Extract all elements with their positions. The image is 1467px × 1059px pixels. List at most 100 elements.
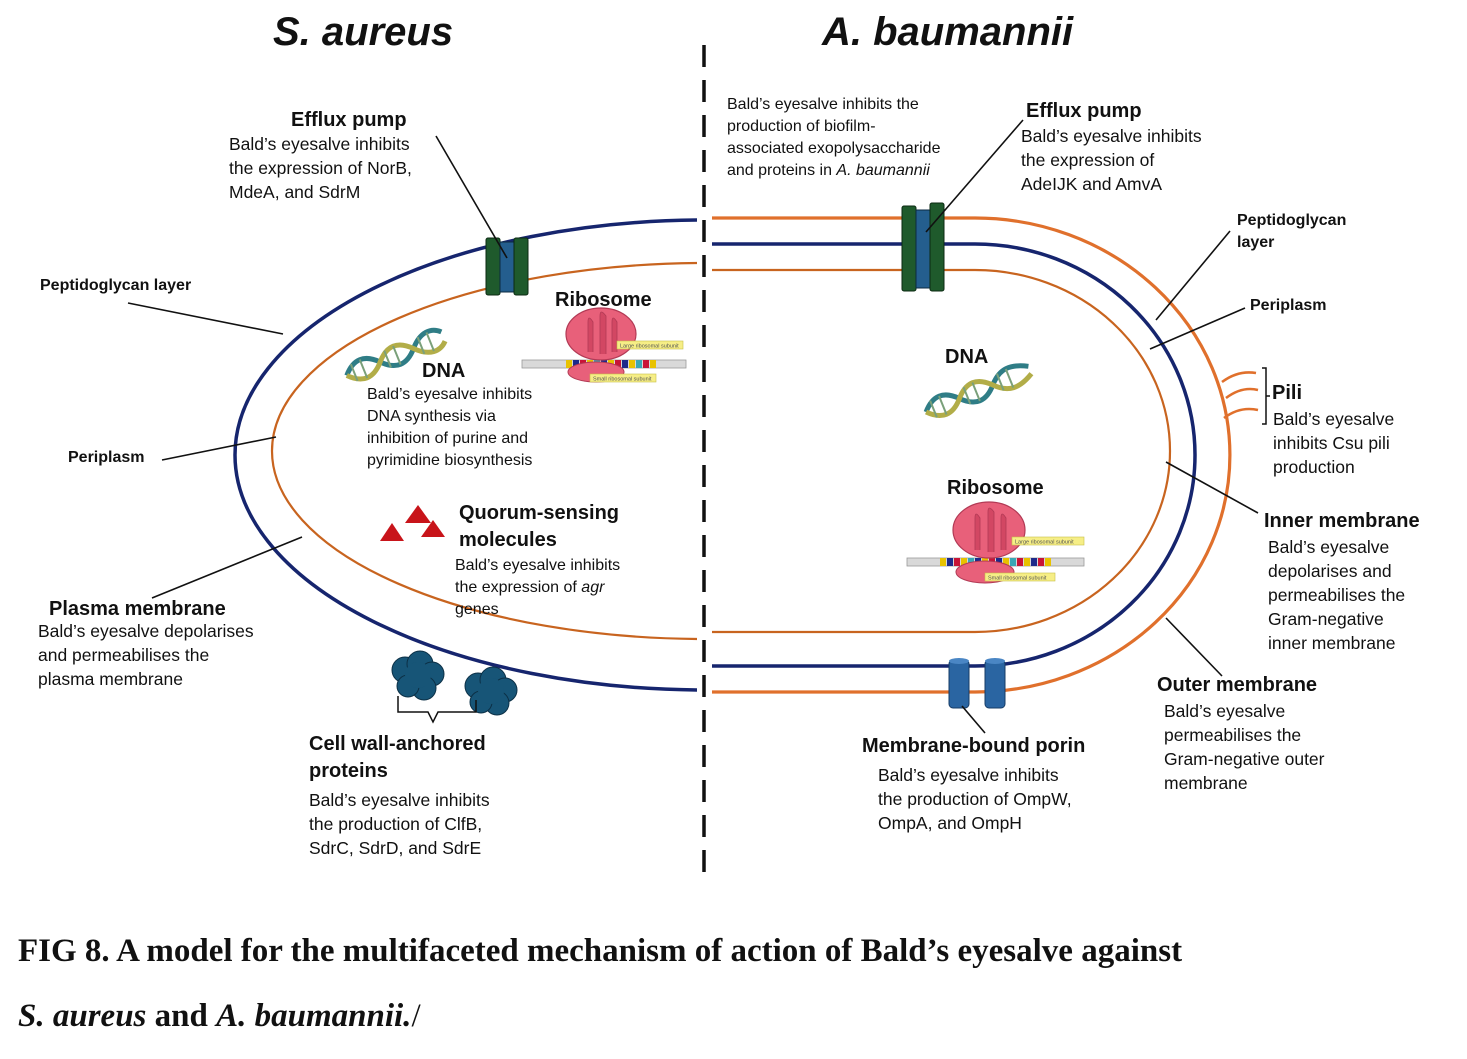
ab-inner-desc-5: inner membrane [1268,633,1396,653]
sa-quorum-title-1: Quorum-sensing [459,502,620,524]
ab-efflux-desc-2: the expression of [1021,150,1155,170]
sa-cell [233,218,697,692]
sa-efflux-desc-2: the expression of NorB, [229,158,412,178]
ab-outer-desc-4: membrane [1164,773,1248,793]
sa-quorum-desc-2-gene: agr [581,579,605,596]
sa-peptidoglycan-label: Peptidoglycan layer [40,277,192,294]
sa-plasma-desc-2: and permeabilises the [38,645,210,665]
sa-plasma-desc-3: plasma membrane [38,669,183,689]
ab-efflux-desc-1: Bald’s eyesalve inhibits [1021,126,1202,146]
ab-pilus-3 [1223,407,1259,420]
ab-porin [948,658,1006,709]
qs-molecules [380,505,445,541]
ab-biofilm-desc-4-text: and proteins in [727,162,837,179]
ab-inner-desc-3: permeabilises the [1268,585,1406,605]
ab-efflux-pump-core [915,209,931,289]
leader-lines [127,119,1259,734]
ab-inner-desc-2: depolarises and [1268,561,1392,581]
ab-outer-desc-2: permeabilises the [1164,725,1302,745]
sa-dna-desc-1: Bald’s eyesalve inhibits [367,386,533,403]
ab-ribosome: Large ribosomal subunit Small ribosomal … [906,501,1085,584]
sa-ribosome-large-tag [616,340,684,350]
leader-sa-periplasm [161,436,277,461]
ab-inner-desc-4: Gram-negative [1268,609,1384,629]
ab-biofilm-desc-3: associated exopolysaccharide [727,140,941,157]
ab-ribosome-large-tag [1011,536,1085,546]
ab-pilus-2 [1225,387,1259,400]
sa-ribosome-small-tag [589,373,657,383]
ab-efflux-desc-3: AdeIJK and AmvA [1021,174,1163,194]
ab-pili-title: Pili [1272,382,1303,404]
ab-ribosome-title: Ribosome [947,477,1044,499]
sa-efflux-title: Efflux pump [291,109,407,131]
caption-slash: / [411,998,421,1034]
ab-pili-desc-2: inhibits Csu pili [1273,433,1390,453]
sa-ribosome-groove-2 [599,311,607,354]
ab-ribosome-groove-3 [1000,513,1007,550]
sa-quorum-desc-1: Bald’s eyesalve inhibits [455,557,621,574]
sa-cwap-title-1: Cell wall-anchored [309,733,486,755]
ab-dna-title: DNA [945,346,989,368]
sa-plasma-title: Plasma membrane [49,598,226,620]
ab-efflux-pump-left-subunit [901,205,917,292]
qs-molecule-3 [421,520,445,537]
ab-biofilm-desc-4: and proteins in A. baumannii [727,160,930,182]
pili-bracket [1262,367,1270,425]
ab-ribosome-groove-1 [974,513,981,550]
ab-pili-desc-1: Bald’s eyesalve [1273,409,1395,429]
ab-pili-desc-3: production [1273,457,1355,477]
ab-inner-membrane [712,242,1197,668]
sa-efflux-desc-3: MdeA, and SdrM [229,182,361,202]
ab-dna-strand-a [923,363,1029,413]
ab-cell [712,216,1232,694]
sa-quorum-desc-2-text: the expression of [455,579,582,596]
leader-sa-peptidoglycan [127,302,284,335]
sa-ribosome: Large ribosomal subunit Small ribosomal … [521,307,687,383]
ab-dna-helix [923,363,1034,418]
caption-species-1: S. aureus [18,998,147,1034]
sa-efflux-pump-left-subunit [485,237,501,296]
ab-outer-title: Outer membrane [1157,674,1318,696]
caption-species-2: A. baumannii. [216,998,412,1034]
leader-ab-efflux [925,119,1024,233]
sa-wall-protein-2 [464,666,518,716]
sa-cwap-desc-3: SdrC, SdrD, and SdrE [309,838,482,858]
leader-ab-peptidoglycan [1155,230,1231,321]
sa-wall-protein-1 [391,650,445,701]
leader-ab-inner [1165,461,1259,514]
ab-biofilm-desc-2: production of biofilm- [727,118,876,135]
leader-sa-efflux [435,135,508,259]
ab-pilus-1 [1221,371,1257,384]
title-s-aureus: S. aureus [273,10,454,54]
qs-molecule-1 [380,523,404,541]
ab-efflux-pump-right-subunit [929,202,945,292]
sa-dna-desc-4: pyrimidine biosynthesis [367,452,533,469]
sa-ribosome-groove-1 [587,317,594,352]
ab-biofilm-desc-4-species: A. baumannii [836,162,930,179]
ab-porin-left-top [949,658,969,664]
caption-and: and [146,998,217,1034]
sa-quorum-desc-3: genes [455,601,499,618]
ab-ribosome-large-label: Large ribosomal subunit [1015,540,1074,546]
ab-porin-right-top [985,658,1005,664]
ab-peptidoglycan-label-1: Peptidoglycan [1237,212,1347,229]
ab-porin-desc-2: the production of OmpW, [878,789,1072,809]
ab-porin-desc-3: OmpA, and OmpH [878,813,1022,833]
sa-dna-helix [344,327,448,382]
ab-dna-rungs [929,368,1015,418]
ab-porin-desc-1: Bald’s eyesalve inhibits [878,765,1059,785]
ab-peptidoglycan-label-2: layer [1237,234,1275,251]
ab-efflux-title: Efflux pump [1026,100,1142,122]
sa-quorum-title-2: molecules [459,529,557,551]
figure-caption-line-1: FIG 8. A model for the multifaceted mech… [18,933,1183,969]
sa-cwap-title-2: proteins [309,760,388,782]
sa-cwap-desc-1: Bald’s eyesalve inhibits [309,790,490,810]
sa-ribosome-title: Ribosome [555,289,652,311]
sa-dna-title: DNA [422,360,466,382]
ab-porin-title: Membrane-bound porin [862,735,1086,757]
ab-periplasm-label: Periplasm [1250,297,1327,314]
ab-outer-desc-1: Bald’s eyesalve [1164,701,1286,721]
ab-porin-left [948,659,970,709]
